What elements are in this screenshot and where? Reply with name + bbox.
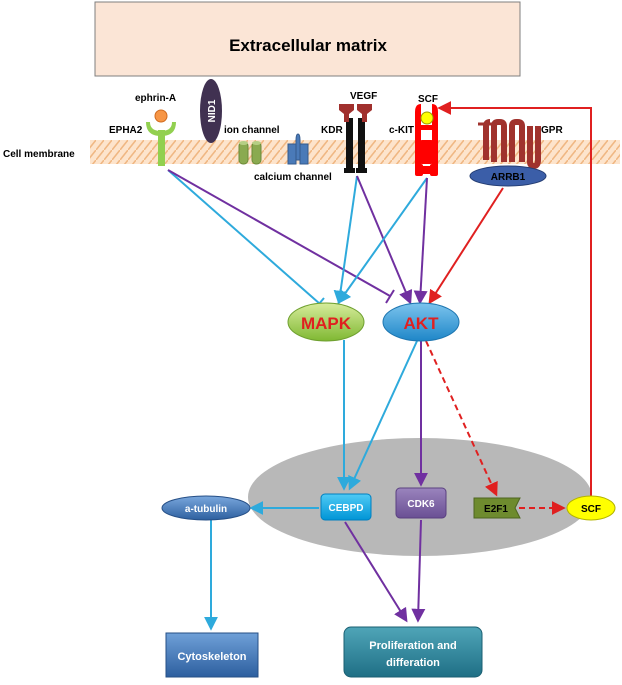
cdk6-label: CDK6 — [407, 499, 435, 510]
scf-label: SCF — [581, 504, 601, 515]
ckit-to-mapk-arrow — [337, 177, 428, 305]
akt-label: AKT — [404, 314, 440, 333]
kdr-to-mapk-arrow — [333, 175, 358, 305]
arrb1-to-akt-arrow — [428, 187, 504, 305]
nid1-protein — [200, 79, 222, 143]
epha2-to-akt-inhibit — [167, 169, 391, 297]
epha2-label: EPHA2 — [109, 125, 143, 136]
c-kit-receptor — [415, 104, 438, 176]
scf-feedback-arrow — [437, 101, 592, 496]
vegf-ligand — [339, 104, 372, 122]
ephrin-a-label: ephrin-A — [135, 93, 176, 104]
arrb1-label: ARRB1 — [491, 172, 526, 183]
proliferation-box — [343, 626, 483, 678]
scf-ligand — [420, 111, 434, 125]
scf-node — [566, 495, 616, 521]
proliferation-label-line2: differation — [386, 657, 440, 669]
calcium-channel — [287, 133, 309, 165]
extracellular-matrix-box — [94, 1, 521, 77]
nid1-label: NID1 — [207, 99, 218, 122]
cytoskeleton-label: Cytoskeleton — [177, 651, 246, 663]
akt-to-cebpd-arrow — [348, 340, 418, 491]
cell-membrane-label: Cell membrane — [3, 149, 75, 160]
gpr-label: GPR — [541, 125, 563, 136]
cytoskeleton-box — [165, 632, 259, 678]
e2f1-label: E2F1 — [484, 504, 508, 515]
gpr-receptor — [478, 119, 541, 170]
extracellular-matrix-label: Extracellular matrix — [229, 36, 387, 55]
kdr-receptor — [344, 118, 367, 173]
arrb1-protein — [469, 165, 547, 187]
cebpd-to-proliferation-arrow — [344, 521, 408, 623]
a-tubulin-node — [161, 495, 251, 521]
proliferation-label-line1: Proliferation and — [369, 640, 456, 652]
e2f1-node — [473, 497, 521, 519]
kdr-label: KDR — [321, 125, 343, 136]
epha2-to-mapk-inhibit — [167, 169, 321, 305]
ckit-to-akt-arrow — [413, 177, 428, 305]
a-tubulin-label: a-tubulin — [185, 504, 227, 515]
cebpd-label: CEBPD — [328, 503, 363, 514]
cdk6-node — [395, 487, 447, 519]
ion-channel-label: ion channel — [224, 125, 280, 136]
epha2-akt-bar — [385, 289, 395, 304]
scf-ligand-label: SCF — [418, 94, 438, 105]
ion-channel — [238, 141, 262, 165]
c-kit-label: c-KIT — [389, 125, 414, 136]
cdk6-to-proliferation-arrow — [411, 519, 426, 623]
ephrin-a-ligand — [154, 109, 168, 123]
cebpd-node — [320, 493, 372, 521]
mapk-label: MAPK — [301, 314, 352, 333]
calcium-channel-label: calcium channel — [254, 172, 332, 183]
epha2-receptor — [146, 122, 176, 166]
vegf-label: VEGF — [350, 91, 377, 102]
mapk-node — [287, 302, 365, 342]
akt-to-e2f1-arrow — [425, 340, 498, 497]
akt-node — [382, 302, 460, 342]
